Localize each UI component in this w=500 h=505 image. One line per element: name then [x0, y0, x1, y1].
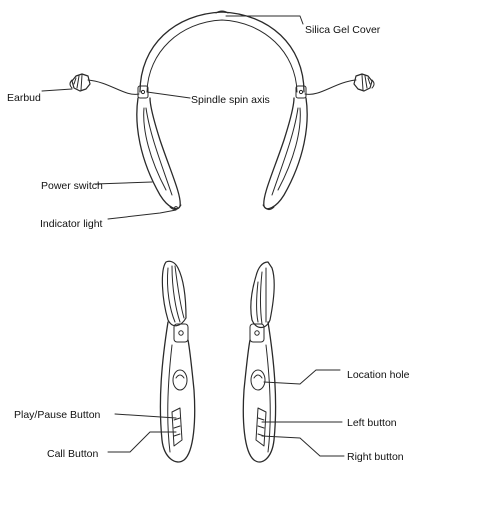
- label-indicator-light: Indicator light: [40, 218, 103, 230]
- label-play-pause-button: Play/Pause Button: [14, 409, 101, 421]
- leader-play-pause-button: [114, 413, 177, 419]
- earbud-right: [353, 73, 375, 92]
- right-arm-body: [262, 97, 308, 211]
- label-power-switch: Power switch: [41, 180, 103, 192]
- label-silica-gel-cover: Silica Gel Cover: [305, 24, 381, 36]
- label-location-hole: Location hole: [347, 369, 410, 381]
- label-spindle-spin-axis: Spindle spin axis: [191, 94, 270, 106]
- leader-earbud: [41, 88, 73, 92]
- label-left-button: Left button: [347, 417, 397, 429]
- leader-silica-gel-cover: [225, 15, 304, 25]
- label-right-button: Right button: [347, 451, 404, 463]
- neckband-headband: [139, 10, 305, 93]
- earbud-cable-left: [87, 79, 140, 95]
- leader-location-hole: [263, 369, 341, 385]
- earbud-cable-right: [304, 79, 357, 95]
- left-side-view: [159, 260, 196, 463]
- leader-right-button: [261, 435, 345, 457]
- right-side-view: [242, 261, 277, 463]
- leader-call-button: [107, 431, 177, 453]
- earbud-left: [69, 73, 91, 92]
- label-earbud: Earbud: [7, 92, 41, 104]
- label-call-button: Call Button: [47, 448, 99, 460]
- leader-spindle-spin-axis: [146, 91, 191, 99]
- spindle-joint-right: [295, 85, 307, 99]
- leader-indicator-light: [107, 209, 177, 220]
- left-arm-body: [136, 97, 182, 211]
- leader-power-switch: [94, 181, 153, 185]
